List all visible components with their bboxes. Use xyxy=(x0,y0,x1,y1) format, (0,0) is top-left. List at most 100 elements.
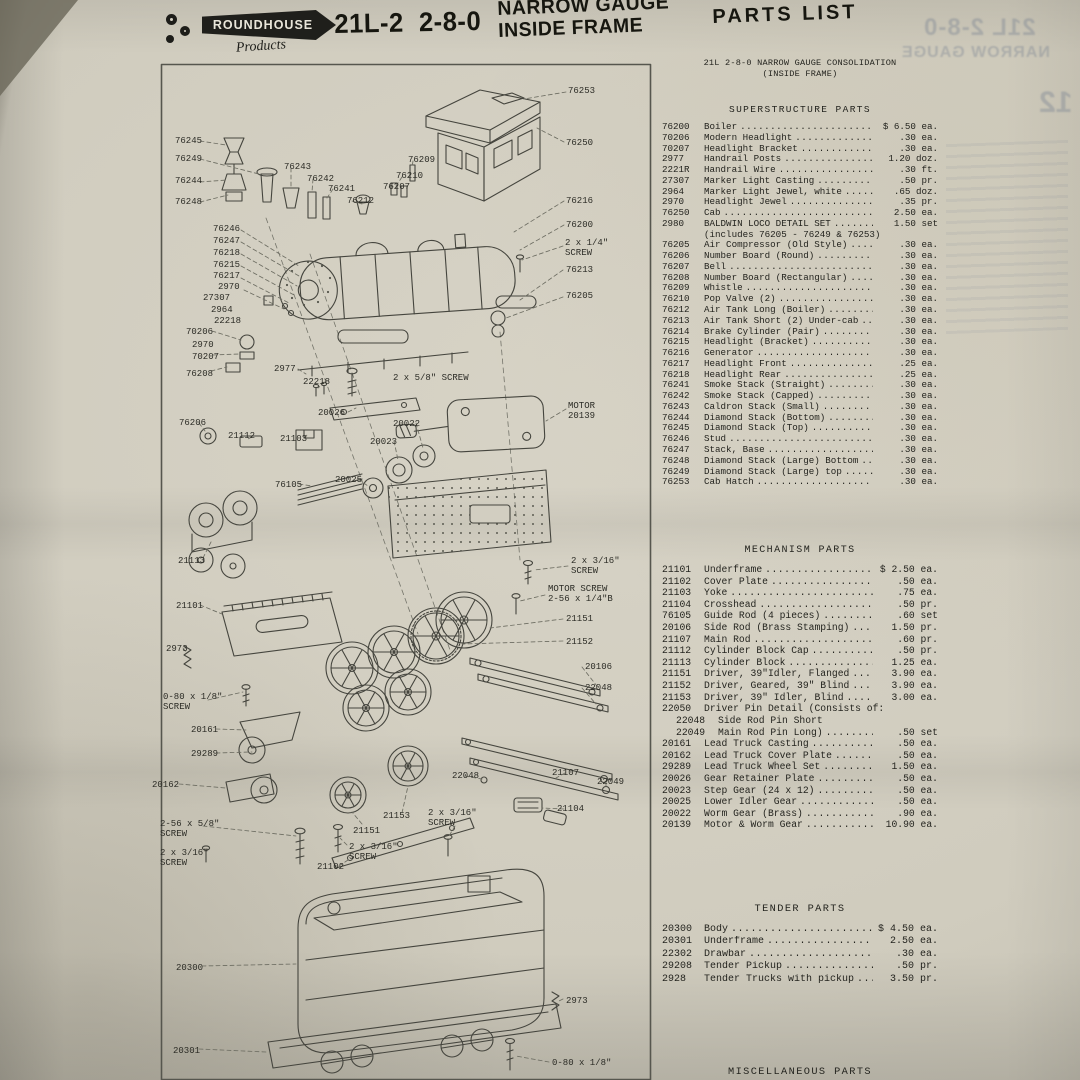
diagram-part-label: 20161 xyxy=(191,725,219,735)
diagram-part-label: 70207 xyxy=(192,352,220,362)
diagram-part-label: 21101 xyxy=(176,601,204,611)
diagram-part-label: 20022 xyxy=(393,419,421,429)
roundhouse-logo: ROUNDHOUSE Products xyxy=(158,2,346,62)
diagram-part-label: 70206 xyxy=(186,327,214,337)
leader-lines xyxy=(178,91,607,1063)
bleed-through-number: 12 xyxy=(1038,86,1072,119)
diagram-part-label: 2 x 3/16" SCREW xyxy=(160,848,209,868)
diagram-part-label: 29289 xyxy=(191,749,219,759)
diagram-part-label: 76218 xyxy=(213,248,241,258)
section-title: MECHANISM PARTS xyxy=(744,545,856,556)
diagram-part-label: 2964 xyxy=(211,305,233,315)
diagram-part-label: 76209 xyxy=(408,155,436,165)
parts-list-title: PARTS LIST xyxy=(712,0,858,28)
diagram-part-label: 76216 xyxy=(566,196,594,206)
diagram-part-label: 21151 xyxy=(353,826,381,836)
diagram-part-label: 76105 xyxy=(275,480,303,490)
logo-arrow-banner: ROUNDHOUSE xyxy=(202,10,336,40)
section-title: SUPERSTRUCTURE PARTS xyxy=(728,104,872,115)
diagram-part-label: 20300 xyxy=(176,963,204,973)
diagram-part-label: 76248 xyxy=(175,197,203,207)
parts-row: 20301Underframe2.50 ea. xyxy=(662,936,938,948)
diagram-part-label: 20301 xyxy=(173,1046,201,1056)
list-heading-line1: 21L 2-8-0 NARROW GAUGE CONSOLIDATION xyxy=(703,58,897,68)
diagram-part-label: 76217 xyxy=(213,271,241,281)
cylinder-block-drawing xyxy=(188,490,258,579)
diagram-part-label: 21112 xyxy=(228,431,256,441)
diagram-part-label: 76241 xyxy=(328,184,356,194)
diagram-part-label: 76242 xyxy=(307,174,335,184)
gauge-title: NARROW GAUGE INSIDE FRAME xyxy=(497,0,670,42)
tender-drawing xyxy=(297,868,545,1054)
parts-row: (includes 76205 - 76249 & 76253) xyxy=(704,229,881,240)
smoke-stacks-drawing xyxy=(221,137,331,220)
diagram-part-label: 76246 xyxy=(213,224,241,234)
diagram-part-label: 76212 xyxy=(347,196,375,206)
diagram-part-label: 2 x 3/16" SCREW xyxy=(349,842,398,862)
diagram-part-label: 21152 xyxy=(566,637,594,647)
diagram-part-label: 2973 xyxy=(166,644,188,654)
section-title: TENDER PARTS xyxy=(754,903,846,915)
diagram-part-label: 21151 xyxy=(566,614,594,624)
section-title: MISCELLANEOUS PARTS xyxy=(727,1066,872,1078)
diagram-part-label: MOTOR SCREW 2-56 x 1/4"B xyxy=(548,584,613,604)
motor-drawing xyxy=(395,395,546,453)
list-heading: 21L 2-8-0 NARROW GAUGE CONSOLIDATION (IN… xyxy=(662,58,938,79)
diagram-part-label: 21104 xyxy=(557,804,585,814)
bleed-through-paragraph xyxy=(946,139,1068,335)
logo-wheel-icon xyxy=(166,35,174,43)
diagram-part-label: MOTOR 20139 xyxy=(568,401,596,421)
boiler-drawing xyxy=(278,233,516,321)
diagram-part-label: 76243 xyxy=(284,162,312,172)
diagram-part-label: 20106 xyxy=(585,662,613,672)
lead-truck-drawing xyxy=(225,711,301,804)
diagram-part-label: 76247 xyxy=(213,236,241,246)
diagram-part-label: 22048 xyxy=(452,771,480,781)
rods-drawing xyxy=(461,657,619,801)
diagram-part-label: 20023 xyxy=(370,437,398,447)
diagram-part-label: 76207 xyxy=(383,182,411,192)
diagram-part-label: 2973 xyxy=(566,996,588,1006)
diagram-part-label: 76250 xyxy=(566,138,594,148)
diagram-part-label: 76249 xyxy=(175,154,203,164)
diagram-part-label: 21103 xyxy=(280,434,308,444)
diagram-part-label: 76210 xyxy=(396,171,424,181)
diagram-part-label: 20162 xyxy=(152,780,180,790)
diagram-part-label: 20026 xyxy=(318,408,346,418)
diagram-part-label: 76205 xyxy=(566,291,594,301)
